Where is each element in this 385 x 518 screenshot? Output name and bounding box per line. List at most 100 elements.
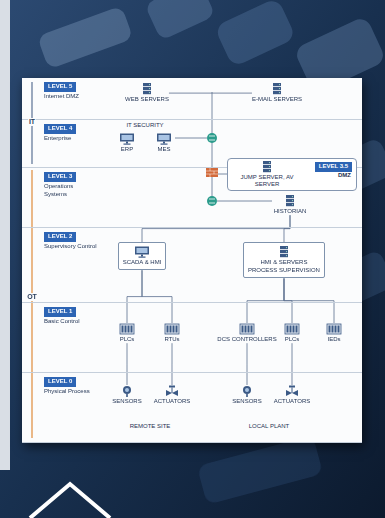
level-tab: LEVEL 2 <box>44 232 76 242</box>
drawing-part <box>269 170 270 171</box>
level-tab: LEVEL 5 <box>44 82 76 92</box>
actuator-icon <box>284 385 300 397</box>
level-tab: LEVEL 1 <box>44 307 76 317</box>
drawing-part <box>292 196 293 197</box>
zone-label: REMOTE SITE <box>129 423 172 430</box>
drawing-part <box>143 83 151 86</box>
drawing-part <box>131 326 133 333</box>
drawing-part <box>176 326 178 333</box>
zone-label: IT SECURITY <box>125 122 164 129</box>
drawing-part <box>167 326 169 333</box>
device-label: SENSORS <box>112 398 141 405</box>
level-tab: LEVEL 3.5 <box>315 162 352 172</box>
drawing-part <box>240 324 254 334</box>
device-node: ACTUATORS <box>154 385 190 405</box>
device-label: HISTORIAN <box>274 208 307 215</box>
system-box: SCADA & HMI <box>118 242 167 270</box>
device-node: IEDs <box>326 323 342 343</box>
network-link <box>142 270 172 323</box>
plc-icon <box>284 323 300 335</box>
network-link <box>247 278 284 323</box>
drawing-part <box>248 326 250 333</box>
monitor-icon <box>119 133 135 145</box>
drawing-part <box>141 255 143 257</box>
drawing-part <box>126 394 128 397</box>
monitor-icon <box>156 133 172 145</box>
device-label: PROCESS SUPERVISION <box>248 267 320 274</box>
drawing-part <box>245 388 249 392</box>
device-label: ERP <box>121 146 133 153</box>
drawing-part <box>165 324 179 334</box>
page-margin <box>0 0 10 470</box>
drawing-part <box>124 144 131 145</box>
drawing-part <box>206 168 218 177</box>
server-icon <box>139 83 155 95</box>
dmz-zone: LEVEL 3.5DMZJUMP SERVER, AV SERVER <box>227 158 357 191</box>
drawing-part <box>279 92 280 93</box>
drawing-part <box>285 324 299 334</box>
device-label: E-MAIL SERVERS <box>252 96 302 103</box>
drawing-part <box>149 84 150 85</box>
drawing-part <box>123 386 131 394</box>
level-tab: LEVEL 3 <box>44 172 76 182</box>
drawing-part <box>286 203 294 206</box>
network-link <box>169 93 252 94</box>
device-node: SENSORS <box>112 385 141 405</box>
drawing-part <box>137 248 148 253</box>
drawing-part <box>122 326 124 333</box>
switch-icon <box>207 196 217 206</box>
drawing-part <box>296 326 298 333</box>
chevron-mark <box>30 484 110 518</box>
device-node: HISTORIAN <box>274 195 307 215</box>
drawing-part <box>287 326 289 333</box>
drawing-part <box>245 326 247 333</box>
drawing-part <box>197 435 323 505</box>
device-label: IEDs <box>327 336 340 343</box>
lan-line <box>175 138 207 139</box>
drawing-part <box>125 326 127 333</box>
firewall-icon <box>206 168 218 177</box>
drawing-part <box>139 257 146 258</box>
domain-label: IT <box>28 118 36 126</box>
device-label: ACTUATORS <box>274 398 310 405</box>
drawing-part <box>163 142 165 144</box>
device-label: HMI & SERVERS <box>261 259 308 266</box>
drawing-part <box>242 326 244 333</box>
device-label: PLCs <box>285 336 300 343</box>
network-link <box>127 270 142 323</box>
level-tab: LEVEL 0 <box>44 377 76 387</box>
device-node: WEB SERVERS <box>125 83 169 103</box>
drawing-part <box>169 386 175 388</box>
drawing-part <box>207 196 217 206</box>
device-node: DCS CONTROLLERS <box>217 323 276 343</box>
diagram-card: LEVEL 5Internet DMZWEB SERVERSE-MAIL SER… <box>22 78 362 443</box>
drawing-part <box>263 169 271 172</box>
plc-icon <box>239 323 255 335</box>
drawing-part <box>37 6 134 70</box>
ot-bracket <box>31 170 32 438</box>
drawing-part <box>292 204 293 205</box>
drawing-part <box>122 135 133 140</box>
drawing-part <box>280 246 288 249</box>
device-label: PLCs <box>120 336 135 343</box>
drawing-part <box>206 168 218 177</box>
drawing-part <box>263 165 271 168</box>
drawing-part <box>329 326 331 333</box>
device-node: E-MAIL SERVERS <box>252 83 302 103</box>
drawing-part <box>327 324 341 334</box>
drawing-part <box>209 136 215 140</box>
server-icon <box>269 83 285 95</box>
system-box: HMI & SERVERSPROCESS SUPERVISION <box>243 242 325 278</box>
drawing-part <box>149 88 150 89</box>
network-link <box>127 343 128 385</box>
level-band: LEVEL 1Basic ControlPLCsRTUsDCS CONTROLL… <box>22 303 362 373</box>
switch-icon <box>207 133 217 143</box>
level-band: LEVEL 0Physical ProcessSENSORSACTUATORSS… <box>22 373 362 443</box>
drawing-part <box>286 199 294 202</box>
server-icon <box>276 246 292 258</box>
device-node: ACTUATORS <box>274 385 310 405</box>
device-node: PLCs <box>119 323 135 343</box>
level-name: Operations Systems <box>44 183 98 198</box>
server-icon <box>282 195 298 207</box>
drawing-part <box>338 326 340 333</box>
